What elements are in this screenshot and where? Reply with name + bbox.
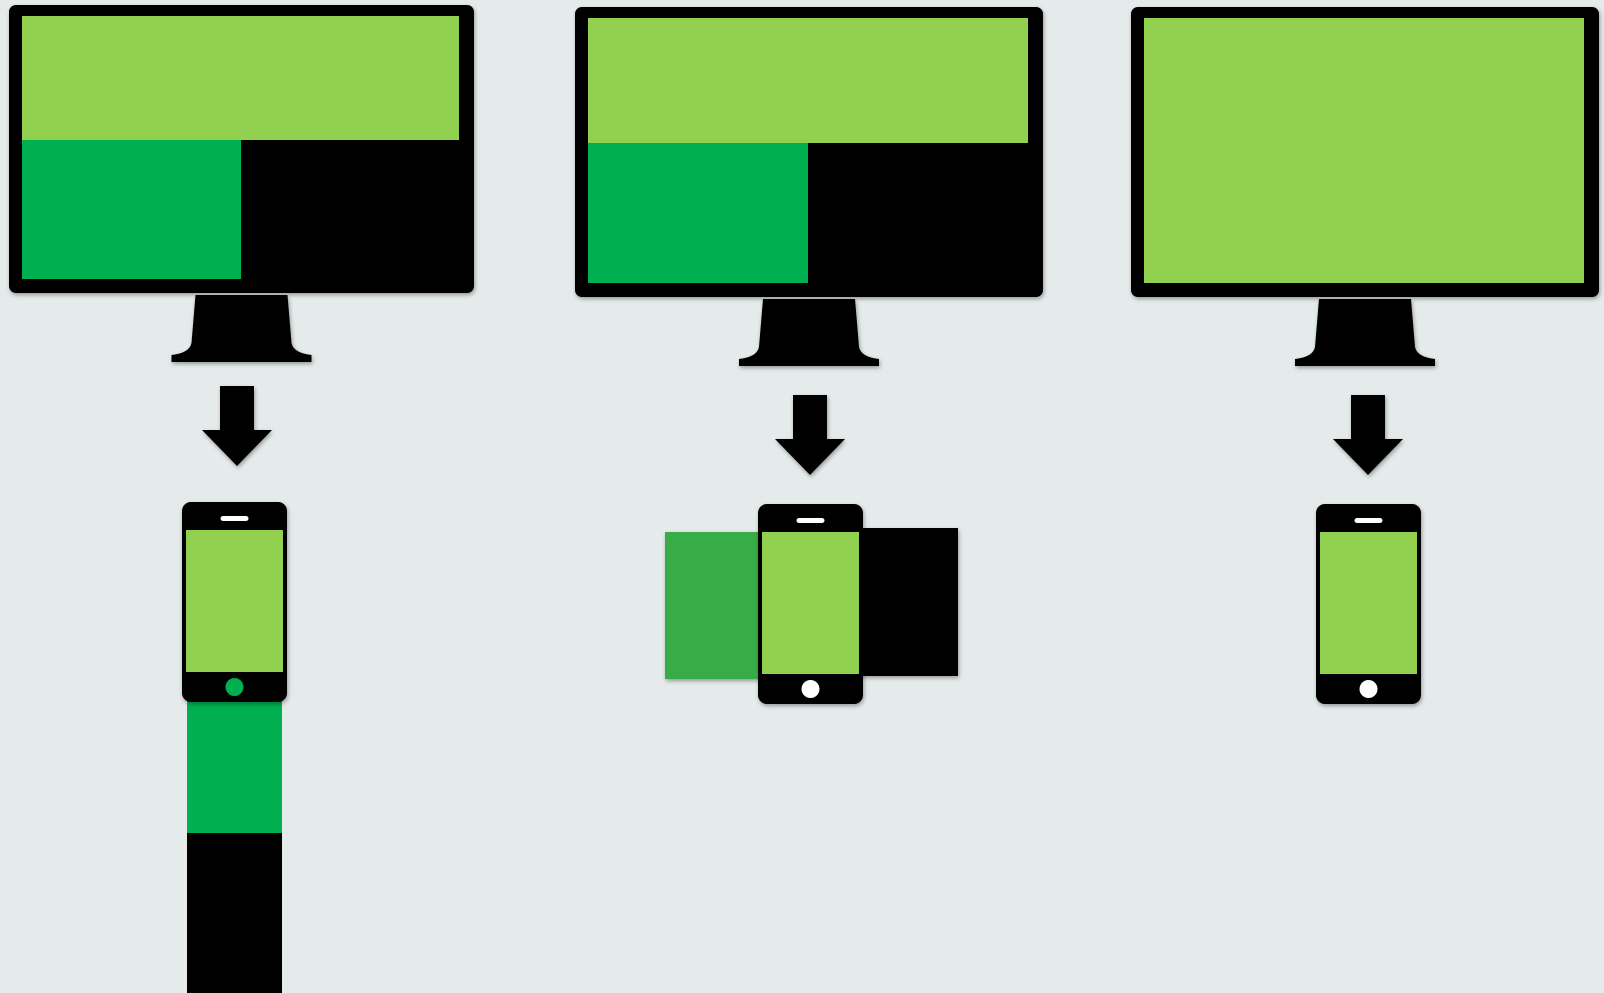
stack-phone-screen bbox=[186, 530, 283, 672]
stack-down-arrow-icon bbox=[202, 386, 272, 466]
carousel-phone-home-button bbox=[801, 680, 820, 698]
panel-single bbox=[1131, 7, 1599, 704]
stack-screen-right-block bbox=[241, 140, 459, 279]
carousel-screen-header-block bbox=[588, 18, 1028, 143]
stack-monitor-stand bbox=[171, 295, 312, 362]
carousel-screen-right-block bbox=[808, 143, 1028, 283]
panel-stack bbox=[9, 5, 474, 993]
single-screen-full-block bbox=[1144, 18, 1584, 283]
carousel-monitor-stand bbox=[739, 299, 879, 366]
single-phone-speaker bbox=[1354, 518, 1383, 523]
carousel-left-green-block bbox=[665, 532, 761, 679]
stack-screen-header-block bbox=[22, 16, 459, 140]
stack-below-dark-green-block bbox=[187, 700, 282, 835]
single-down-arrow-icon bbox=[1333, 395, 1403, 475]
carousel-right-black-block bbox=[852, 528, 958, 676]
stack-phone-speaker bbox=[220, 516, 249, 521]
stack-below-black-block bbox=[187, 833, 282, 993]
panel-carousel bbox=[575, 7, 1043, 704]
single-phone-screen bbox=[1320, 532, 1417, 674]
carousel-phone-screen bbox=[762, 532, 859, 674]
stack-screen-left-block bbox=[22, 140, 241, 279]
single-phone-home-button bbox=[1359, 680, 1378, 698]
carousel-screen-left-block bbox=[588, 143, 808, 283]
carousel-phone-speaker bbox=[796, 518, 825, 523]
single-monitor-stand bbox=[1295, 299, 1435, 366]
stack-phone-home-button bbox=[225, 678, 244, 696]
carousel-down-arrow-icon bbox=[775, 395, 845, 475]
